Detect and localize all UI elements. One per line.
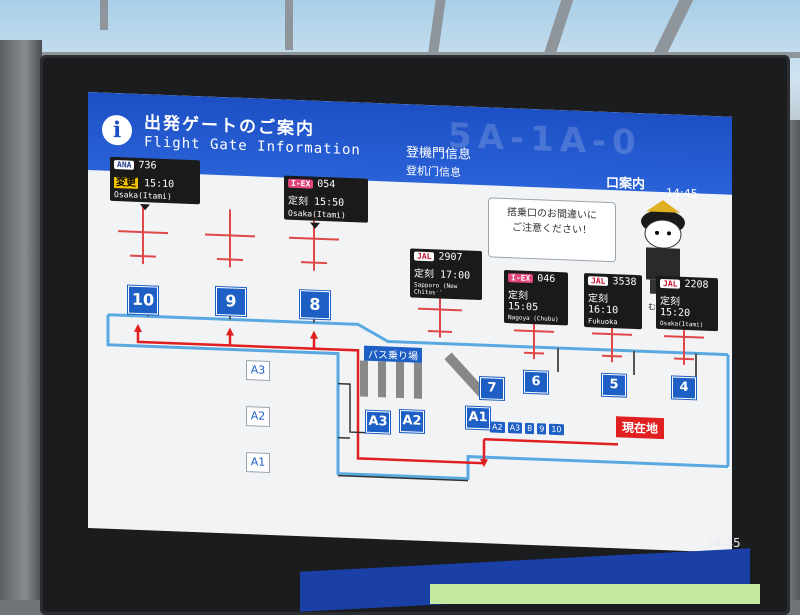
gate-4: 4 (672, 376, 696, 400)
mini-gate: A3 (507, 422, 523, 434)
bus-gate-a2: A2 (400, 409, 424, 433)
flight-status: 定刻 (414, 268, 434, 281)
flight-time: 15:10 (144, 178, 175, 191)
airline-logo: I-EX (288, 178, 314, 189)
mini-gate: A2 (490, 421, 505, 434)
flight-status: 変更 (114, 176, 138, 189)
area-label-a1: A1 (246, 452, 270, 473)
airline-logo: JAL (588, 276, 609, 286)
flight-number: 3538 (612, 276, 637, 289)
card-pointer (140, 203, 150, 211)
flight-time: 17:00 (440, 269, 471, 282)
card-pointer (434, 291, 444, 298)
gate-8: 8 (300, 290, 330, 320)
card-pointer (606, 313, 616, 321)
terminal-map (106, 295, 730, 482)
gate-7: 7 (480, 377, 504, 400)
gate-10: 10 (128, 285, 158, 315)
flight-time: 15:50 (314, 196, 345, 209)
area-label-a3: A3 (246, 360, 270, 381)
plane-icon (289, 212, 339, 271)
current-location-marker: 現在地 (616, 416, 665, 440)
pillar (0, 40, 42, 600)
roof-beam (285, 0, 293, 50)
airline-logo: JAL (660, 278, 681, 289)
flight-number: 054 (317, 178, 336, 191)
flight-status: 定刻 (288, 195, 308, 208)
mini-gate: 9 (537, 423, 547, 435)
lower-display-strip (430, 584, 760, 604)
mini-gate: 10 (549, 423, 564, 436)
flight-status: 定刻 (508, 290, 528, 302)
gate-5: 5 (602, 373, 626, 397)
card-pointer (310, 222, 320, 229)
bus-stop-label: バス乗り場 (364, 345, 422, 363)
mini-gate: 8 (525, 422, 535, 435)
plane-icon (118, 206, 168, 265)
bus-gate-a3: A3 (366, 410, 390, 434)
gate-9: 9 (216, 286, 246, 317)
bezel-clock: 14:45 (706, 536, 741, 550)
card-pointer (680, 316, 690, 324)
gate-information-screen: i 5A-1A-0 出発ゲートのご案内 Flight Gate Informat… (88, 92, 732, 553)
area-label-a2: A2 (246, 406, 270, 427)
flight-number: 2907 (438, 251, 463, 264)
flight-destination: Sapporo (New Chitose) (414, 281, 458, 297)
plane-icon (205, 209, 255, 268)
bus-gate-a1: A1 (466, 406, 490, 430)
roof-beam (100, 0, 108, 30)
airline-logo: JAL (414, 251, 435, 262)
airline-logo: I-EX (508, 273, 534, 284)
gate-6: 6 (524, 370, 548, 394)
flight-number: 736 (138, 159, 157, 172)
flight-number: 2208 (684, 278, 709, 291)
flight-status: 定刻 (588, 293, 608, 305)
flight-status: 定刻 (660, 295, 680, 308)
airline-logo: ANA (114, 159, 135, 170)
flight-number: 046 (537, 273, 556, 285)
card-pointer (528, 310, 538, 318)
